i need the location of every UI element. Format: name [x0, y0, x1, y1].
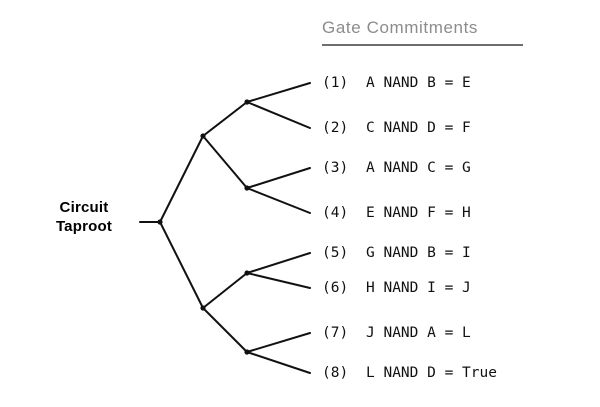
commitment-index: (6) — [322, 280, 349, 296]
commitments-title: Gate Commitments — [322, 18, 479, 37]
commitment-expression: E NAND F = H — [366, 205, 471, 221]
edge-bottom-upper — [202, 272, 248, 309]
commitment-expression: A NAND C = G — [366, 160, 471, 176]
list-item: (6) H NAND I = J — [322, 279, 471, 297]
node-pair-2 — [244, 185, 250, 191]
list-item: (7) J NAND A = L — [322, 324, 471, 342]
commitment-expression: C NAND D = F — [366, 120, 471, 136]
commitment-index: (5) — [322, 245, 349, 261]
edge-leaf-5 — [246, 252, 311, 274]
list-item: (3) A NAND C = G — [322, 159, 471, 177]
edge-leaf-8 — [246, 351, 311, 374]
list-item: (4) E NAND F = H — [322, 204, 471, 222]
commitments-header: Gate Commitments — [322, 18, 584, 48]
edge-leaf-6 — [246, 272, 311, 289]
list-item: (8) L NAND D = True — [322, 364, 497, 382]
root-label: Circuit Taproot — [20, 198, 148, 236]
root-label-line-1: Circuit — [59, 199, 109, 216]
node-pair-1 — [244, 99, 250, 105]
commitments-list: (1) A NAND B = E (2) C NAND D = F (3) A NAN… — [322, 0, 592, 407]
commitment-index: (4) — [322, 205, 349, 221]
edge-root-top — [159, 135, 204, 223]
edge-top-upper — [202, 101, 248, 137]
root-label-line-2: Taproot — [55, 218, 113, 235]
edge-root-bottom — [159, 221, 204, 309]
node-branch-bottom — [200, 305, 206, 311]
list-item: (1) A NAND B = E — [322, 74, 471, 92]
commitment-expression: G NAND B = I — [366, 245, 471, 261]
node-pair-3 — [244, 270, 250, 276]
commitment-index: (8) — [322, 365, 349, 381]
edge-leaf-1 — [246, 82, 311, 103]
commitment-index: (3) — [322, 160, 349, 176]
commitment-expression: H NAND I = J — [366, 280, 471, 296]
edge-top-lower — [202, 135, 248, 189]
commitment-index: (1) — [322, 75, 349, 91]
edge-bottom-lower — [202, 307, 248, 353]
list-item: (2) C NAND D = F — [322, 119, 471, 137]
edge-leaf-4 — [246, 187, 311, 214]
node-pair-4 — [244, 349, 250, 355]
commitment-expression: A NAND B = E — [366, 75, 471, 91]
edge-leaf-2 — [246, 101, 311, 129]
node-root — [157, 219, 163, 225]
node-branch-top — [200, 133, 206, 139]
commitment-expression: L NAND D = True — [366, 365, 497, 381]
commitment-expression: J NAND A = L — [366, 325, 471, 341]
title-underline — [322, 44, 523, 46]
list-item: (5) G NAND B = I — [322, 244, 471, 262]
commitment-index: (2) — [322, 120, 349, 136]
edge-leaf-3 — [246, 167, 311, 189]
edge-leaf-7 — [246, 332, 311, 353]
commitment-index: (7) — [322, 325, 349, 341]
